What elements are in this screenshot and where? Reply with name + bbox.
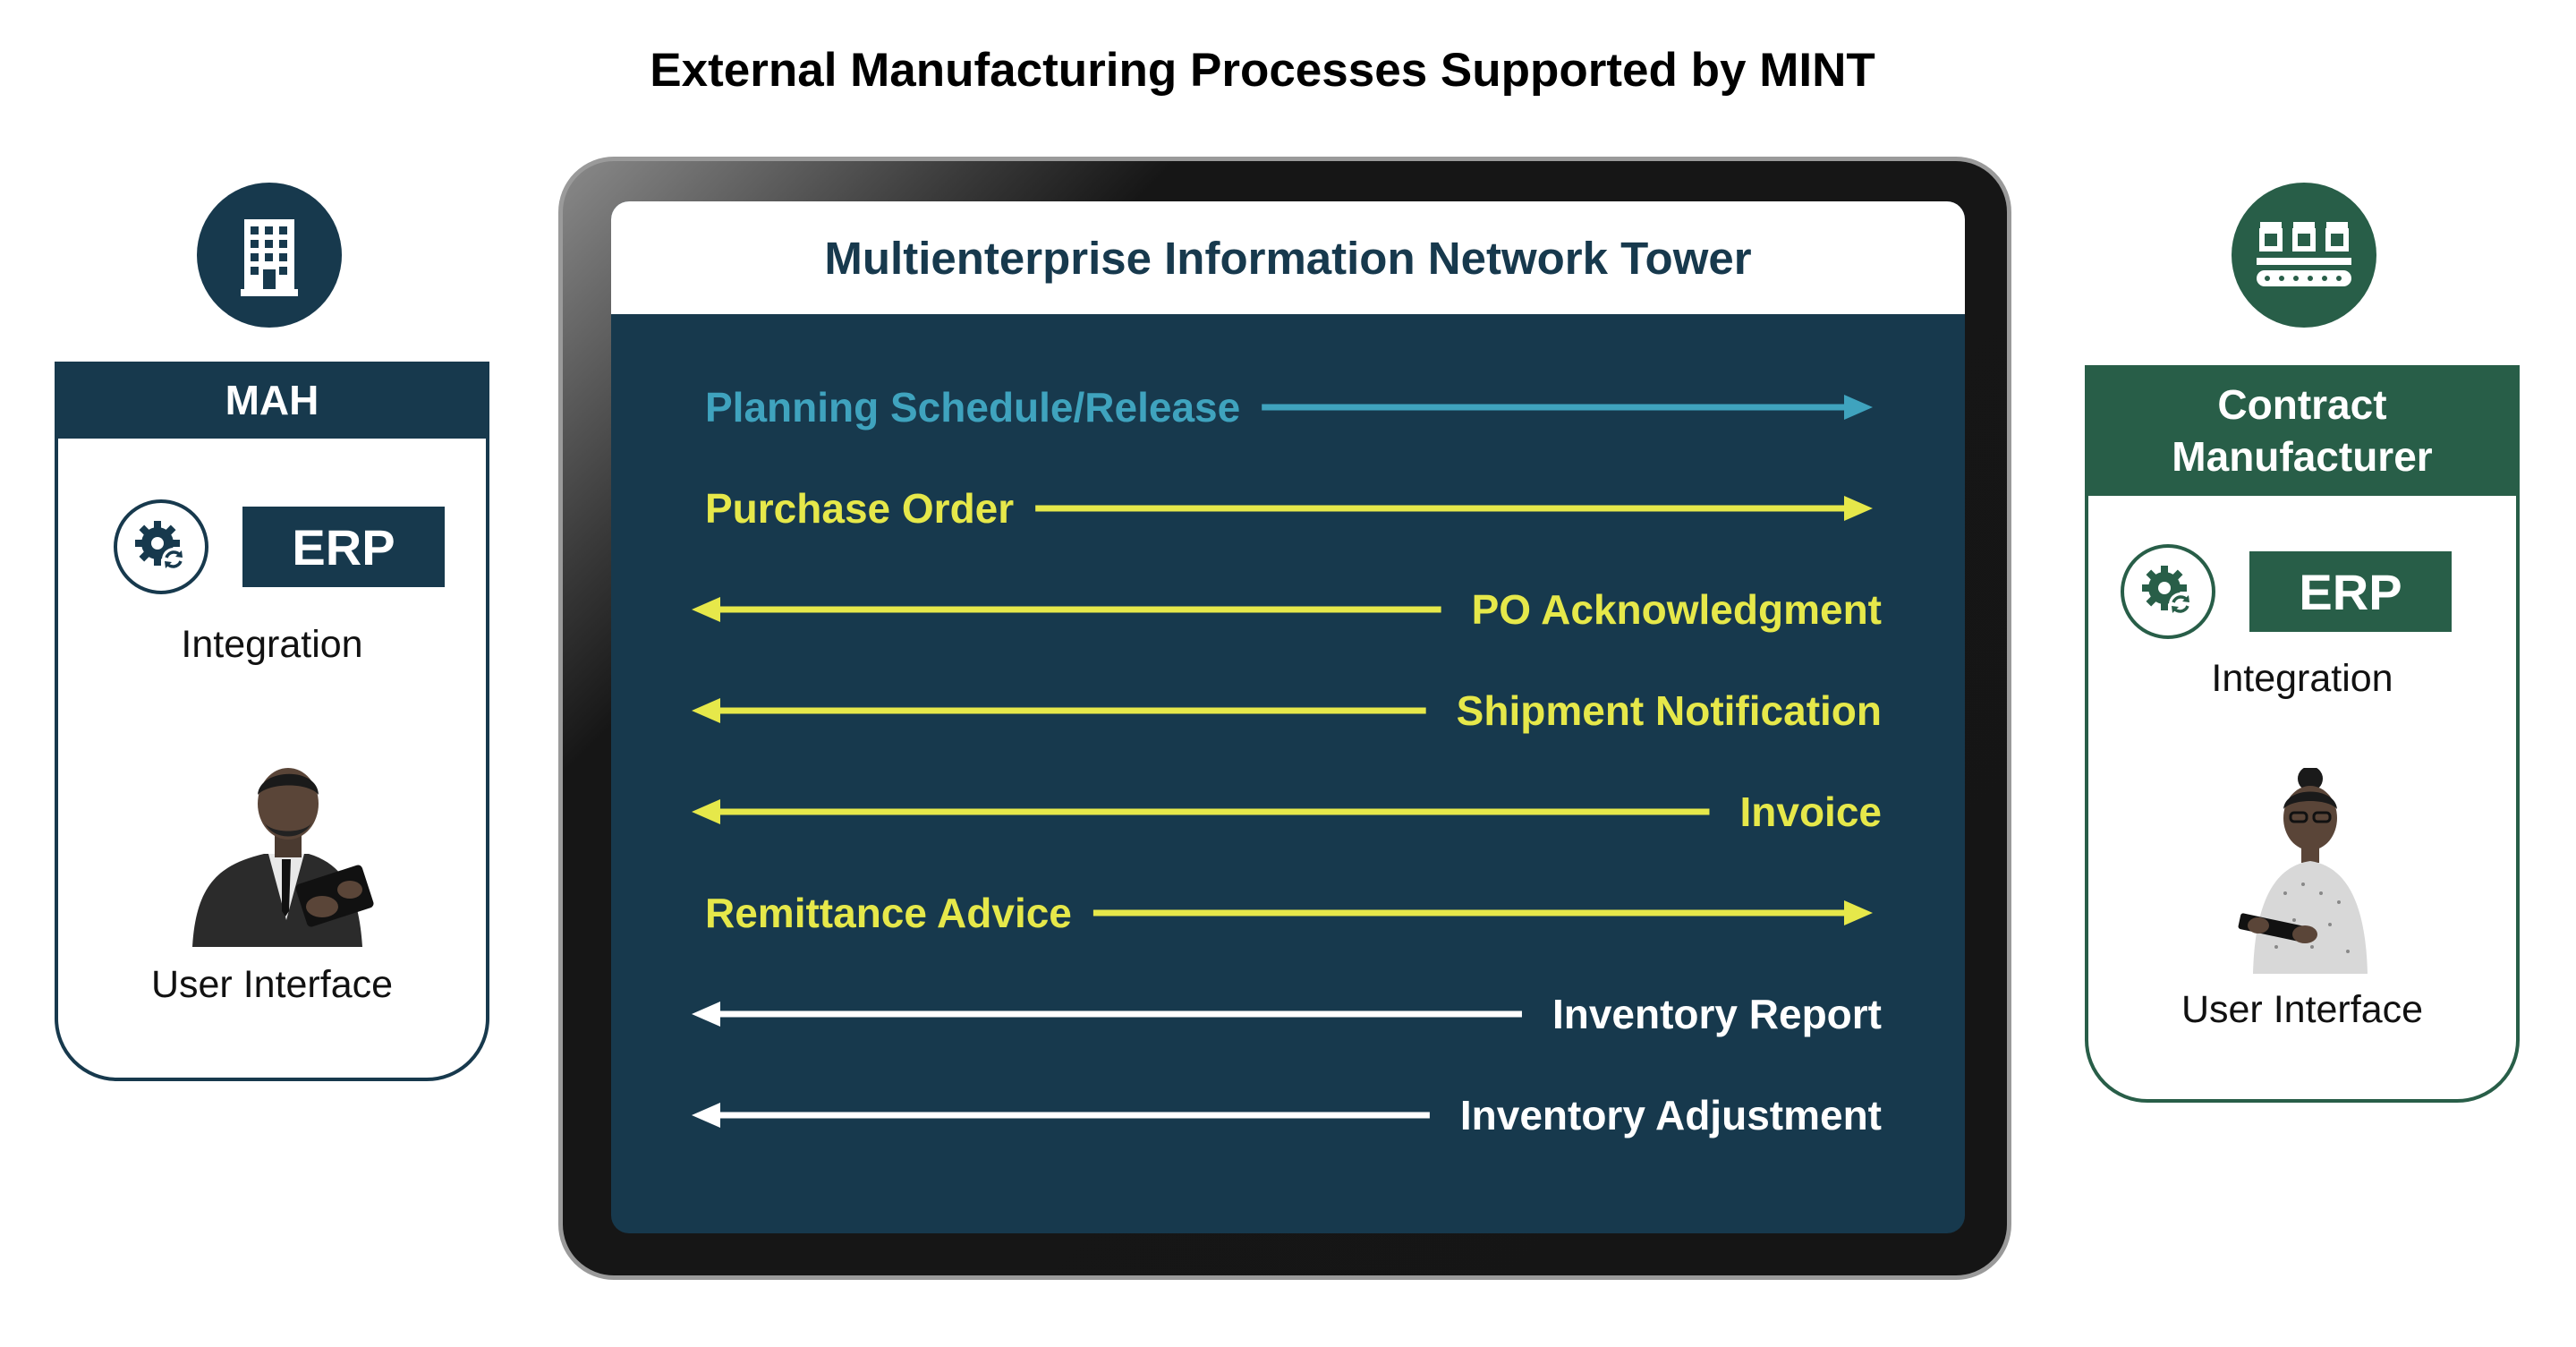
businessman-tablet-image xyxy=(174,741,380,951)
flow-label: Inventory Adjustment xyxy=(1459,1092,1882,1138)
building-icon xyxy=(197,183,342,328)
flow-label: Planning Schedule/Release xyxy=(705,384,1241,431)
arrow-left-icon xyxy=(692,1002,720,1027)
factory-conveyor-icon xyxy=(2232,183,2376,328)
arrow-right-icon xyxy=(1844,900,1873,925)
erp-integration-row: ERP xyxy=(114,499,445,594)
arrow-right-icon xyxy=(1844,395,1873,420)
erp-integration-row: ERP xyxy=(2121,544,2452,639)
contract-manufacturer-panel: Contract Manufacturer xyxy=(2085,365,2520,1103)
flow-label: Shipment Notification xyxy=(1456,687,1882,734)
gear-sync-icon xyxy=(2121,544,2215,639)
mah-panel-title: MAH xyxy=(55,362,489,439)
erp-label: ERP xyxy=(2249,551,2452,632)
integration-label: Integration xyxy=(2211,657,2393,700)
erp-label: ERP xyxy=(242,507,445,587)
arrow-left-icon xyxy=(692,698,720,723)
user-interface-label: User Interface xyxy=(2181,988,2424,1031)
user-interface-label: User Interface xyxy=(150,963,394,1006)
businesswoman-tablet-image xyxy=(2223,766,2393,978)
contract-manufacturer-title-line1: Contract xyxy=(2217,381,2387,428)
flow-label: Purchase Order xyxy=(705,485,1015,532)
flow-label: Invoice xyxy=(1739,789,1882,835)
flow-arrows xyxy=(692,395,1873,1128)
flow-label: Remittance Advice xyxy=(705,890,1072,936)
flow-label: PO Acknowledgment xyxy=(1471,586,1882,633)
gear-sync-icon xyxy=(114,499,208,594)
page-title: External Manufacturing Processes Support… xyxy=(650,44,1875,97)
integration-label: Integration xyxy=(181,623,363,666)
arrow-left-icon xyxy=(692,597,720,622)
mah-panel: MAH ERP Integra xyxy=(55,362,489,1081)
contract-manufacturer-title-line2: Manufacturer xyxy=(2172,433,2433,480)
arrow-right-icon xyxy=(1844,496,1873,521)
arrow-left-icon xyxy=(692,799,720,824)
flow-label: Inventory Report xyxy=(1552,991,1882,1037)
arrow-left-icon xyxy=(692,1103,720,1128)
contract-manufacturer-title: Contract Manufacturer xyxy=(2085,365,2520,496)
tower-title: Multienterprise Information Network Towe… xyxy=(611,201,1965,314)
tower-screen: Multienterprise Information Network Towe… xyxy=(611,201,1965,1233)
